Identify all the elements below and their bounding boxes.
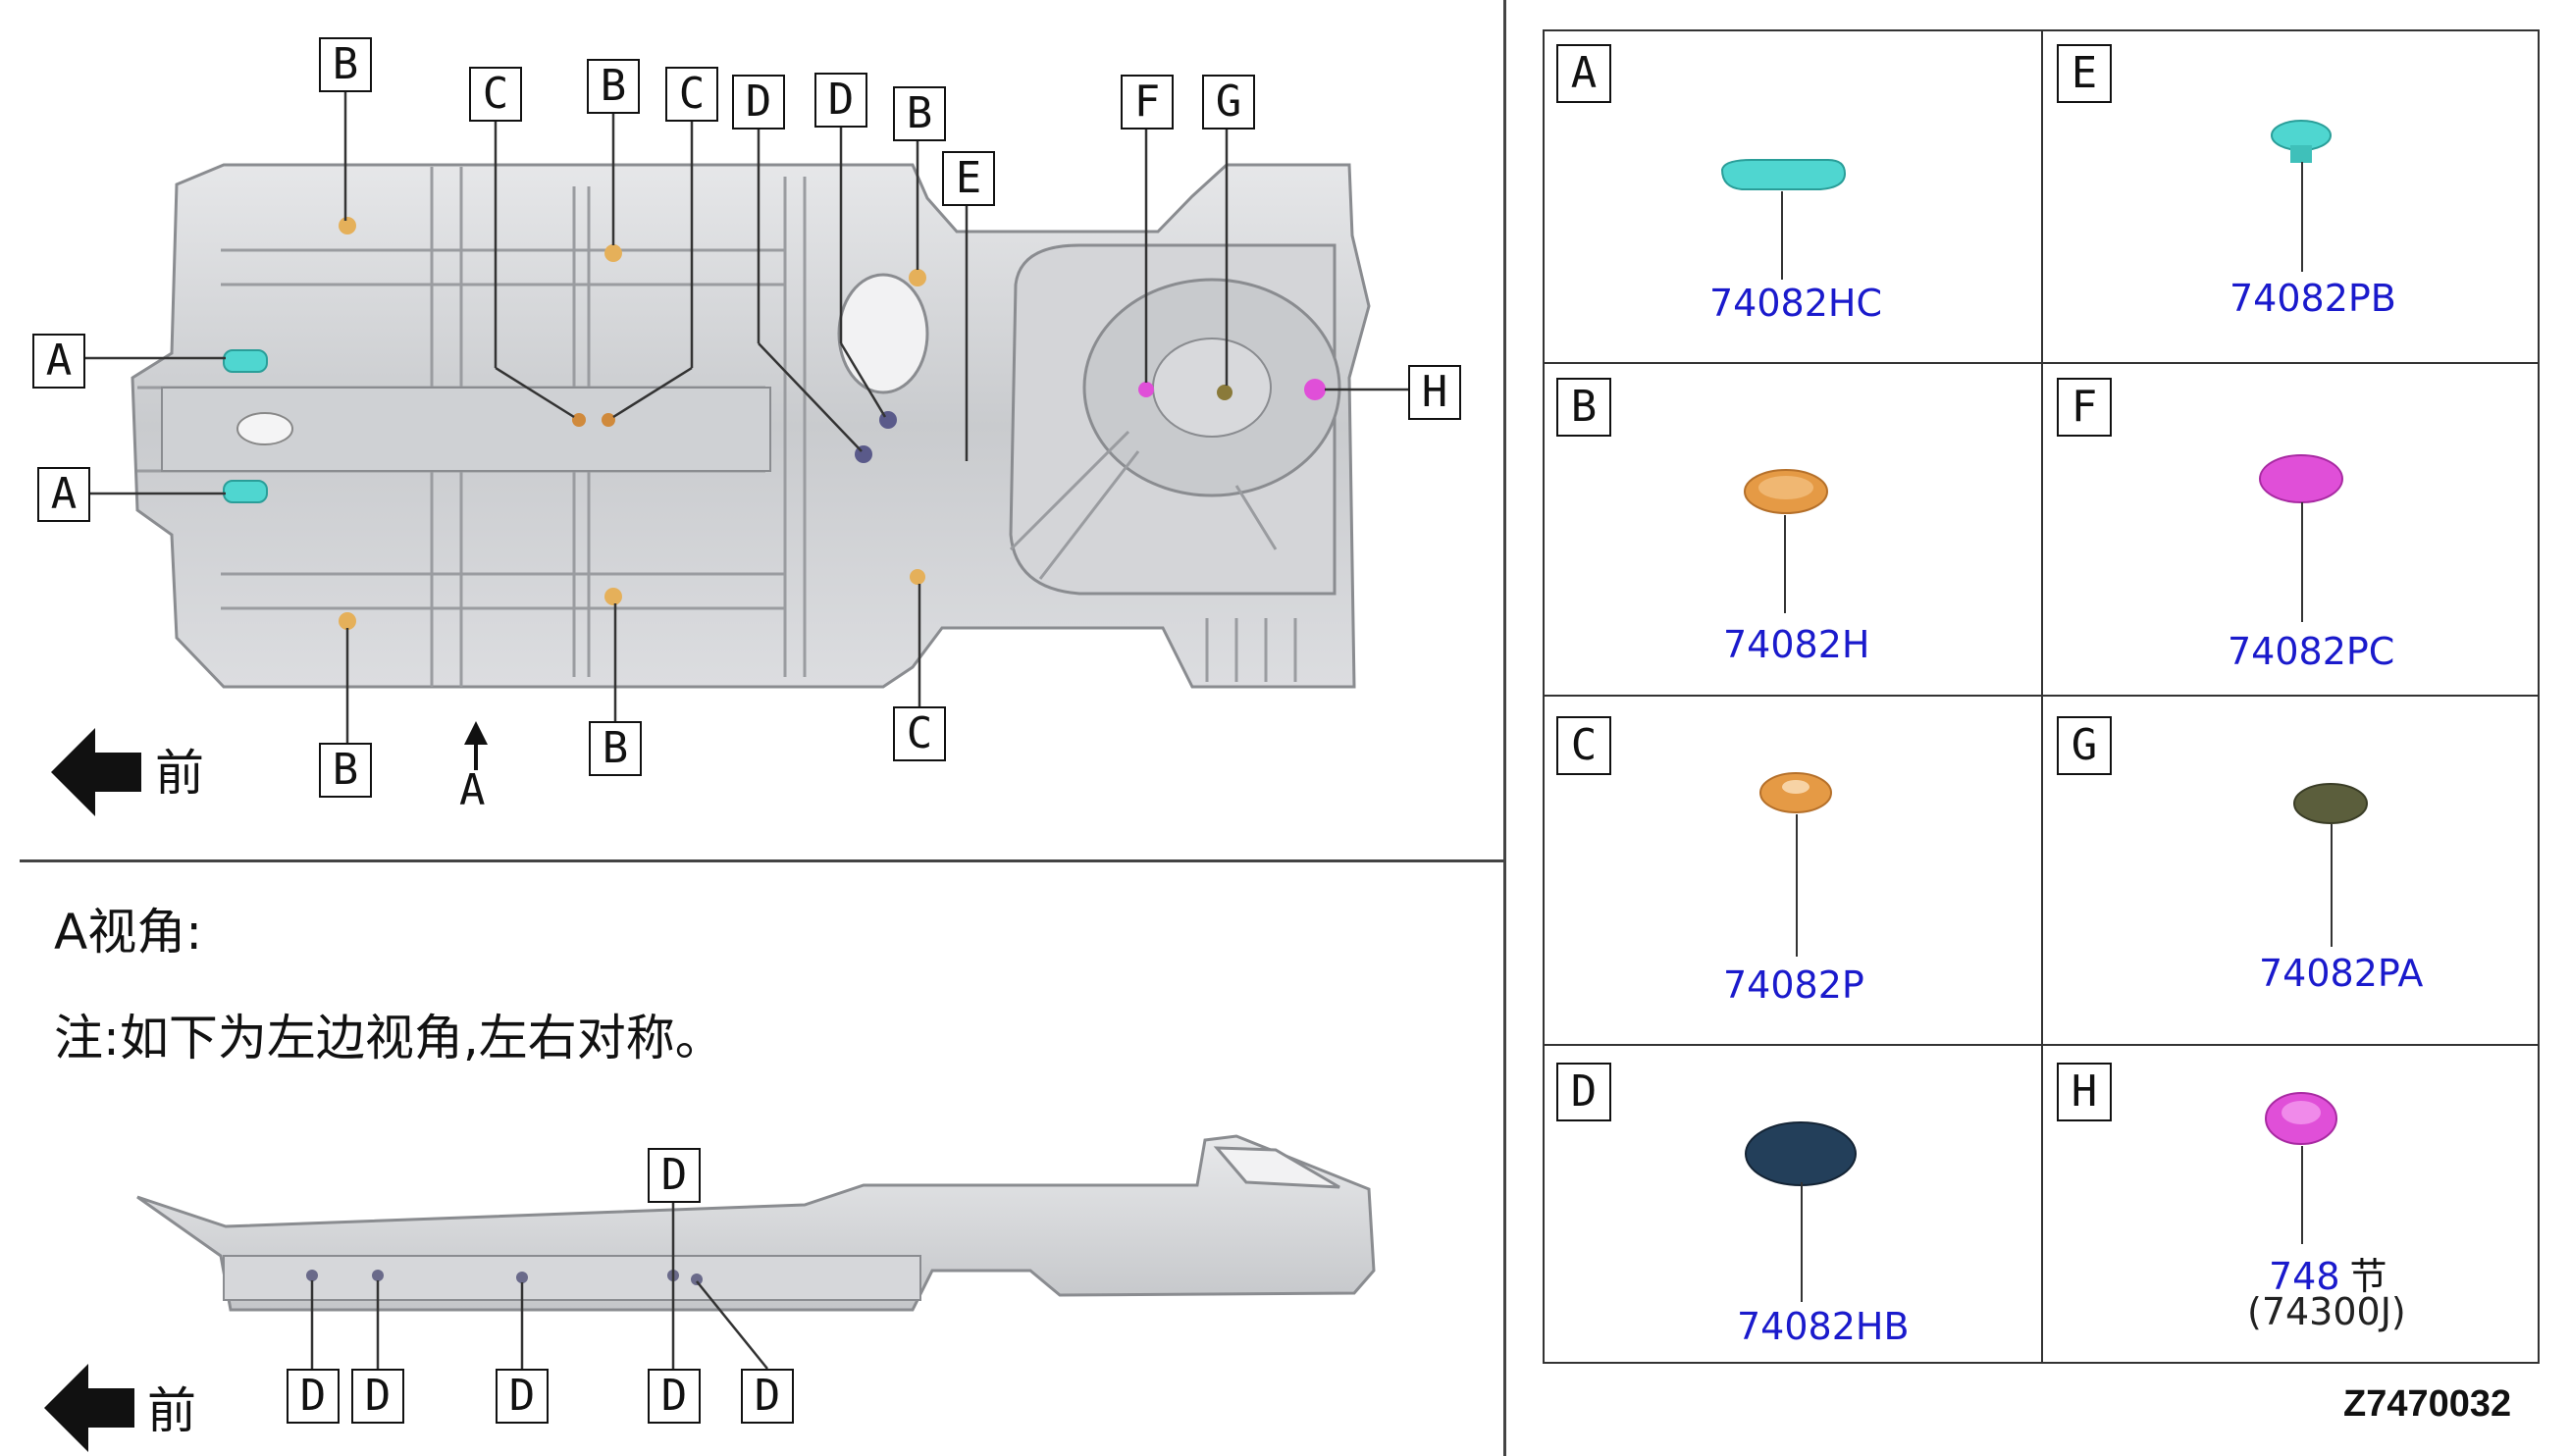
callout-d-1: D bbox=[732, 75, 785, 130]
plug-748-icon bbox=[2265, 1092, 2337, 1145]
callout-c-2: C bbox=[665, 67, 718, 122]
legend-key-g: G bbox=[2057, 716, 2112, 775]
callout-d-side-3: D bbox=[496, 1369, 549, 1424]
callout-b-5: B bbox=[589, 721, 642, 776]
plug-74082pa-icon bbox=[2293, 783, 2368, 824]
legend-key-h: H bbox=[2057, 1063, 2112, 1121]
leader-a bbox=[1781, 191, 1783, 280]
leader-d bbox=[1801, 1182, 1803, 1302]
plug-b-1 bbox=[339, 217, 356, 234]
plug-b-2 bbox=[604, 244, 622, 262]
part-748-number: 748 bbox=[2269, 1255, 2340, 1298]
vertical-divider bbox=[1503, 0, 1506, 1456]
callout-d-side-top: D bbox=[648, 1148, 701, 1203]
leader-e bbox=[2301, 162, 2303, 272]
legend-row-divider-2 bbox=[1543, 695, 2538, 697]
callout-b-3: B bbox=[893, 86, 946, 141]
legend-row-divider-1 bbox=[1543, 362, 2538, 364]
part-74300j: (74300J) bbox=[2247, 1290, 2406, 1333]
view-a-label: A bbox=[459, 765, 486, 815]
legend-key-d: D bbox=[1556, 1063, 1611, 1121]
front-label-top: 前 bbox=[155, 745, 204, 802]
plug-74082h-icon bbox=[1744, 469, 1828, 514]
part-74082pc: 74082PC bbox=[2228, 630, 2395, 673]
plug-g bbox=[1217, 385, 1233, 400]
plug-74082pb-icon bbox=[2271, 120, 2332, 163]
part-748-extra: 节 bbox=[2349, 1255, 2387, 1298]
callout-a-2: A bbox=[37, 467, 90, 522]
part-74082pb: 74082PB bbox=[2229, 277, 2396, 320]
plug-74082hc-icon bbox=[1720, 159, 1847, 190]
front-arrow-side-icon bbox=[44, 1364, 134, 1452]
plug-b-5 bbox=[604, 588, 622, 605]
leader-h bbox=[2301, 1146, 2303, 1244]
callout-b-2: B bbox=[587, 59, 640, 114]
callout-h: H bbox=[1408, 365, 1461, 420]
side-view-heading: A视角: bbox=[54, 904, 203, 961]
callout-d-side-1: D bbox=[287, 1369, 340, 1424]
legend-key-f: F bbox=[2057, 378, 2112, 437]
plug-a-lower bbox=[223, 480, 268, 503]
plug-h bbox=[1304, 379, 1326, 400]
leader-g bbox=[2331, 824, 2333, 947]
callout-f: F bbox=[1121, 75, 1174, 130]
plug-b-4 bbox=[339, 612, 356, 630]
part-74082hb: 74082HB bbox=[1737, 1305, 1910, 1348]
callout-d-side-5: D bbox=[741, 1369, 794, 1424]
callout-d-side-4: D bbox=[648, 1369, 701, 1424]
callout-d-2: D bbox=[814, 73, 867, 128]
floor-panel-top-view bbox=[81, 90, 1408, 751]
plug-f bbox=[1138, 382, 1154, 397]
callout-d-side-2: D bbox=[351, 1369, 404, 1424]
part-74082h: 74082H bbox=[1723, 623, 1870, 666]
legend-row-divider-3 bbox=[1543, 1044, 2538, 1046]
leader-f bbox=[2301, 502, 2303, 622]
floor-panel-side-view bbox=[136, 1134, 1376, 1370]
part-74082hc: 74082HC bbox=[1709, 282, 1882, 325]
legend-key-a: A bbox=[1556, 44, 1611, 103]
plug-c-3 bbox=[910, 569, 925, 585]
part-74082pa: 74082PA bbox=[2259, 952, 2424, 995]
plug-74082hb-icon bbox=[1745, 1121, 1857, 1186]
legend-key-c: C bbox=[1556, 716, 1611, 775]
drawing-code: Z7470032 bbox=[2343, 1383, 2512, 1425]
plug-a-upper bbox=[223, 349, 268, 373]
callout-g: G bbox=[1202, 75, 1255, 130]
plug-74082p-icon bbox=[1759, 772, 1832, 813]
legend-key-b: B bbox=[1556, 378, 1611, 437]
plug-c-1 bbox=[572, 413, 586, 427]
plug-b-3 bbox=[909, 269, 926, 286]
leader-c bbox=[1796, 814, 1798, 957]
part-74082p: 74082P bbox=[1723, 963, 1864, 1007]
view-a-arrow-icon bbox=[464, 721, 488, 770]
symmetry-note: 注:如下为左边视角,左右对称。 bbox=[54, 1010, 724, 1066]
legend-key-e: E bbox=[2057, 44, 2112, 103]
callout-c-1: C bbox=[469, 67, 522, 122]
callout-b-1: B bbox=[319, 37, 372, 92]
callout-e: E bbox=[942, 151, 995, 206]
plug-74082pc-icon bbox=[2259, 454, 2343, 503]
leader-b bbox=[1784, 515, 1786, 613]
callout-c-3: C bbox=[893, 706, 946, 761]
front-label-side: 前 bbox=[147, 1382, 196, 1439]
callout-a-1: A bbox=[32, 334, 85, 389]
horizontal-divider bbox=[20, 859, 1503, 862]
plug-c-2 bbox=[602, 413, 615, 427]
callout-b-4: B bbox=[319, 743, 372, 798]
front-arrow-icon bbox=[51, 728, 141, 816]
